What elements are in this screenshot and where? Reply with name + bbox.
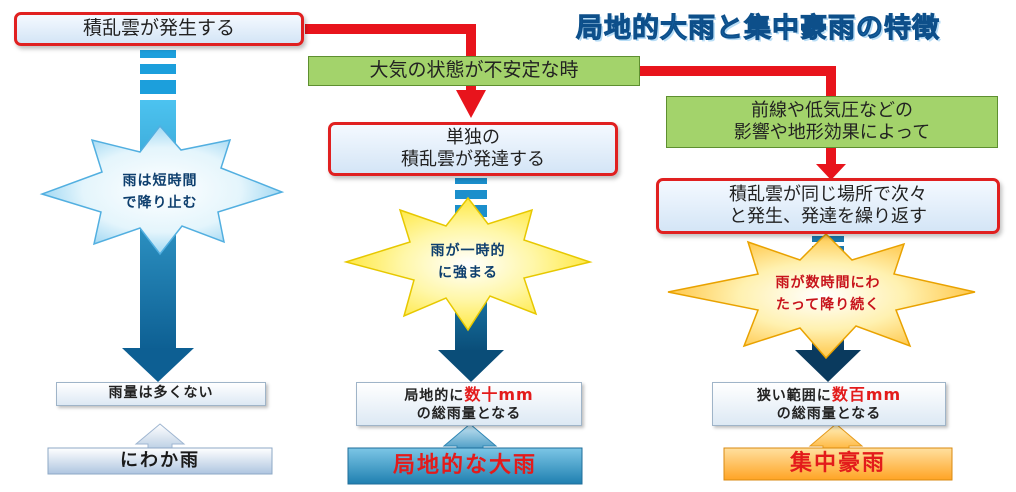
label-torrential-rain: 集中豪雨 — [789, 451, 886, 477]
star-burst-orange — [667, 232, 976, 360]
single-cumulonimbus-box: 単独の 積乱雲が発達する — [328, 122, 618, 176]
dash-segment — [140, 64, 176, 74]
single-box-line1: 単独の — [446, 126, 500, 148]
repeating-cumulonimbus-box: 積乱雲が同じ場所で次々 と発生、発達を繰り返す — [656, 178, 1000, 234]
dash-segment — [455, 190, 487, 199]
star-left-line2: で降り止む — [122, 195, 198, 211]
label-bg-right — [723, 447, 953, 481]
label-local-heavy-rain: 局地的な大雨 — [392, 453, 537, 479]
arrow-head — [438, 350, 504, 382]
front-low-pressure-box: 前線や低気圧などの 影響や地形効果によって — [666, 96, 998, 148]
label-bg-middle — [347, 447, 583, 485]
amount-right-line1: 狭い範囲に数百mm — [757, 385, 901, 406]
front-box-line2: 影響や地形効果によって — [733, 122, 931, 143]
star-text-left: 雨は短時間 で降り止む — [92, 164, 228, 220]
star-middle-line2: に強まる — [438, 265, 498, 281]
connector-top-horizontal — [305, 24, 475, 34]
repeat-box-line1: 積乱雲が同じ場所で次々 — [729, 183, 927, 205]
connector-arrowhead-repeat — [816, 164, 846, 180]
star-text-middle: 雨が一時的 に強まる — [400, 234, 536, 290]
amount-right-highlight: 数百mm — [831, 385, 902, 404]
connector-to-front-vertical — [826, 66, 836, 96]
amount-middle-line2: の総雨量となる — [416, 405, 522, 422]
label-bg-left — [47, 447, 273, 475]
connector-right-horizontal — [640, 66, 836, 76]
star-left-line1: 雨は短時間 — [122, 172, 198, 189]
star-right-line1: 雨が数時間にわ — [775, 274, 881, 291]
arrow-head — [795, 350, 861, 382]
connector-front-to-repeat — [826, 146, 836, 166]
rainfall-amount-right: 狭い範囲に数百mm の総雨量となる — [712, 382, 946, 426]
rainfall-amount-left: 雨量は多くない — [56, 382, 266, 406]
up-arrow-left — [134, 423, 186, 451]
front-box-line1: 前線や低気圧などの — [751, 99, 913, 121]
star-middle-line1: 雨が一時的 — [430, 242, 506, 259]
amount-right-prefix: 狭い範囲に — [756, 388, 832, 404]
single-box-line2: 積乱雲が発達する — [401, 149, 545, 170]
amount-middle-highlight: 数十mm — [464, 385, 534, 404]
star-burst-yellow — [343, 196, 593, 332]
label-niwaka-ame: にわか雨 — [120, 449, 200, 471]
repeat-box-line2: と発生、発達を繰り返す — [729, 206, 927, 227]
connector-arrowhead-single — [456, 90, 486, 118]
star-text-right: 雨が数時間にわ たって降り続く — [748, 266, 908, 322]
star-right-line2: たって降り続く — [775, 297, 881, 313]
dash-segment — [455, 178, 487, 184]
dash-segment — [140, 80, 176, 94]
star-burst-blue — [39, 124, 285, 256]
arrow-head — [122, 348, 194, 382]
unstable-atmosphere-box: 大気の状態が不安定な時 — [308, 56, 640, 86]
cumulonimbus-occurs-box: 積乱雲が発生する — [14, 12, 304, 46]
amount-middle-line1: 局地的に数十mm — [404, 385, 533, 406]
diagram-title: 局地的大雨と集中豪雨の特徴 — [576, 13, 940, 45]
dash-segment — [140, 50, 176, 58]
amount-middle-prefix: 局地的に — [404, 388, 465, 404]
rainfall-amount-middle: 局地的に数十mm の総雨量となる — [356, 382, 582, 426]
amount-right-line2: の総雨量となる — [776, 405, 882, 422]
